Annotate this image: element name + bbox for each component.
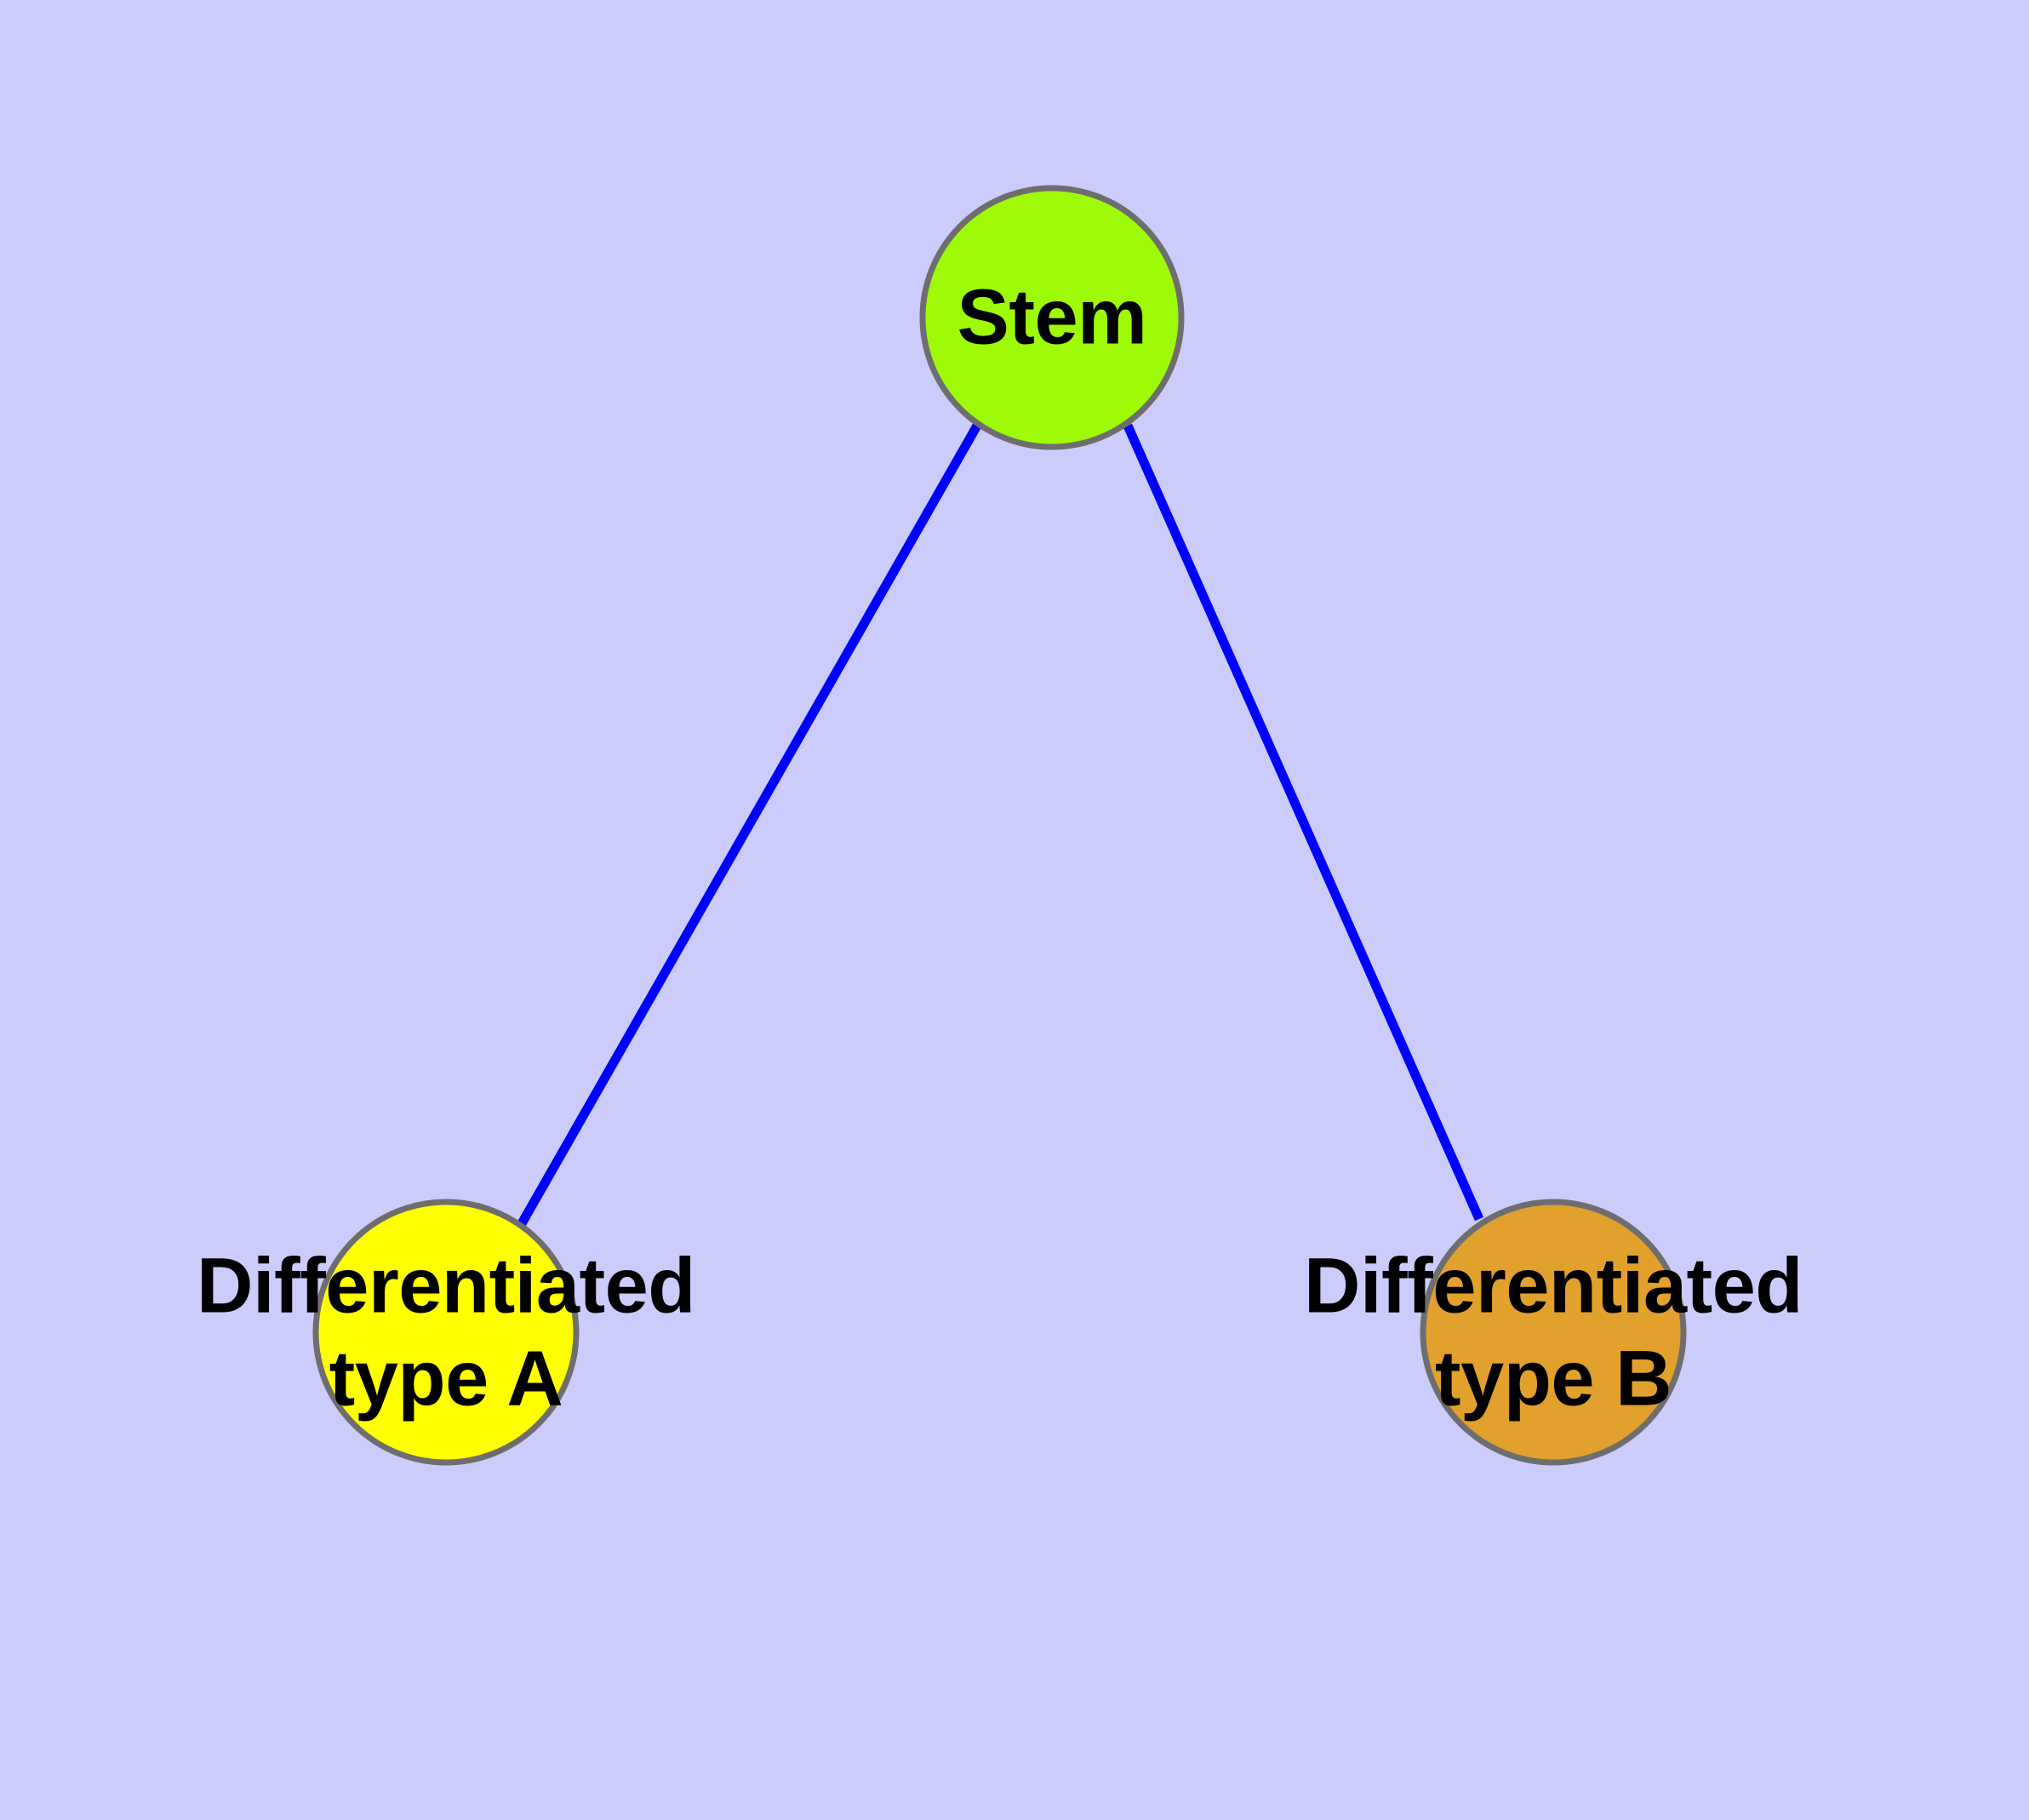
edge-layer: [517, 423, 1484, 1228]
node-differentiated-type-a[interactable]: [312, 1199, 580, 1466]
node-differentiated-type-b[interactable]: [1420, 1199, 1687, 1466]
node-stem[interactable]: [919, 185, 1185, 450]
node-layer: [312, 185, 1687, 1466]
edge-stem-to-diff-a[interactable]: [517, 423, 981, 1228]
edge-stem-to-diff-b[interactable]: [1123, 423, 1484, 1222]
